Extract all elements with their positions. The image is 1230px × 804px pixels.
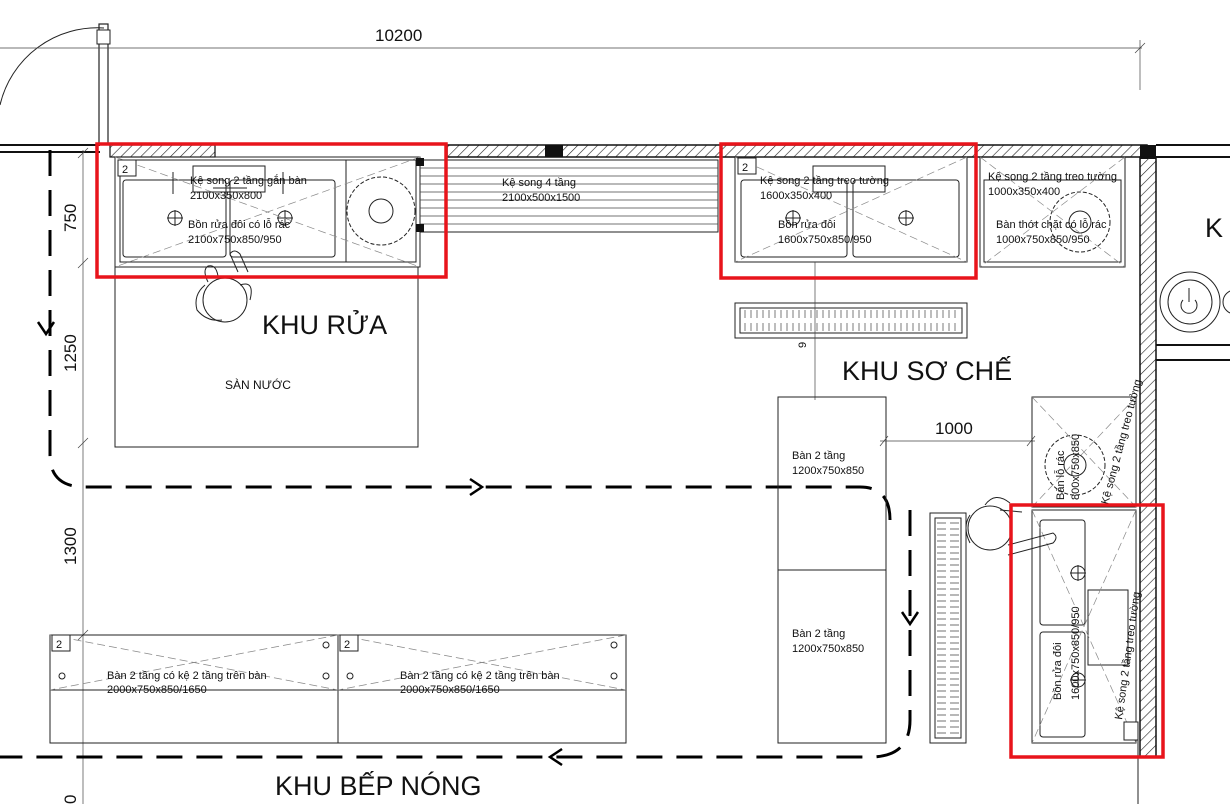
dimension-1300: 1300 <box>61 527 80 565</box>
label-ban-2-tang-a-1: Bàn 2 tầng <box>792 450 845 462</box>
dimension-1000-group: 1000 <box>879 419 1036 447</box>
label-bon-rua-left-2: 2100x750x850/950 <box>188 234 282 246</box>
water-floor-area: SÀN NƯỚC KHU RỬA <box>114 266 419 448</box>
left-dimensions: 750 1250 1300 0 <box>61 147 89 804</box>
label-bon-rua-left-1: Bồn rửa đôi có lỗ rác <box>188 218 291 231</box>
zone-khu-bep-nong: KHU BẾP NÓNG <box>275 770 482 801</box>
label-ke-song-wall-right-1: Kệ song 2 tầng treo tường <box>988 171 1117 183</box>
door-swing <box>0 23 111 145</box>
highlight-left-sink <box>95 142 448 279</box>
tag-2-middle: 2 <box>742 162 748 174</box>
label-ban-2-tang-a-2: 1200x750x850 <box>792 465 864 477</box>
dimension-9: 9 <box>797 342 809 348</box>
shelf-4-tier: Kệ song 4 tầng 2100x500x1500 <box>416 158 719 233</box>
two-tier-table-group: Bàn 2 tầng 1200x750x850 Bàn 2 tầng 1200x… <box>777 396 887 744</box>
dimension-1000: 1000 <box>935 419 973 438</box>
label-ban-ke-right-1: Bàn 2 tầng có kệ 2 tầng trên bàn <box>400 670 560 682</box>
label-ban-thot-2: 1000x750x850/950 <box>996 234 1090 246</box>
label-ban-lo-rac-v2: 800x750x850 <box>1070 434 1082 500</box>
highlight-boxes <box>95 142 1165 759</box>
label-ban-lo-rac-v1: Bàn lỗ rác <box>1054 450 1067 500</box>
label-ke-song-table-2: 2100x350x800 <box>190 190 262 202</box>
dimension-0: 0 <box>61 795 80 804</box>
right-wall <box>1137 156 1230 804</box>
dimension-10200: 10200 <box>375 26 422 45</box>
highlight-right-sink <box>1009 503 1165 759</box>
right-vertical-group: Bàn lỗ rác 800x750x850 Kệ song 2 tầng tr… <box>1031 378 1144 744</box>
label-san-nuoc: SÀN NƯỚC <box>225 377 291 392</box>
top-wall <box>0 144 1230 159</box>
zone-khu-rua: KHU RỬA <box>262 308 387 340</box>
left-sink-group: 2 Kệ song 2 tầng gắn bàn 2100x350x800 Bồ… <box>114 156 421 268</box>
zone-label-partial: K <box>1205 213 1223 243</box>
label-ban-ke-left-2: 2000x750x850/1650 <box>107 684 207 696</box>
zone-khu-so-che: KHU SƠ CHẾ <box>842 355 1012 386</box>
dimension-top-width: 10200 <box>0 26 1146 90</box>
label-bon-rua-v-2: 1600x750x850/950 <box>1070 606 1082 700</box>
dimension-750: 750 <box>61 204 80 232</box>
label-ke-song-wall-mid-1: Kệ song 2 tầng treo tường <box>760 175 889 187</box>
label-ban-ke-right-2: 2000x750x850/1650 <box>400 684 500 696</box>
label-bon-rua-mid-1: Bồn rửa đôi <box>778 219 836 231</box>
right-room-partial: K <box>1159 213 1230 333</box>
label-bon-rua-mid-2: 1600x750x850/950 <box>778 234 872 246</box>
floor-drain-vertical <box>929 512 967 744</box>
label-ke-song-wall-mid-2: 1600x350x400 <box>760 190 832 202</box>
label-ke-song-table-1: Kệ song 2 tầng gắn bàn <box>190 174 307 187</box>
label-ke-song-4-1: Kệ song 4 tầng <box>502 177 576 189</box>
label-ban-2-tang-b-2: 1200x750x850 <box>792 643 864 655</box>
label-ban-ke-left-1: Bàn 2 tầng có kệ 2 tầng trên bàn <box>107 670 267 682</box>
circulation-path <box>0 150 920 767</box>
bottom-table-group: 2 2 Bàn 2 tầng có kệ 2 tầng trên bàn 200… <box>49 634 627 744</box>
highlight-middle-sink <box>719 142 978 280</box>
label-ke-song-v-bottom: Kệ song 2 tầng treo tường <box>1113 591 1143 720</box>
tag-2-bottom-right: 2 <box>344 639 350 651</box>
tag-2-left: 2 <box>122 164 128 176</box>
label-ban-thot-1: Bàn thớt chặt có lỗ rác <box>996 218 1107 231</box>
floor-drain-horizontal: 9 <box>734 262 968 400</box>
label-bon-rua-v-1: Bồn rửa đôi <box>1052 642 1064 700</box>
tag-2-bottom-left: 2 <box>56 639 62 651</box>
dimension-1250: 1250 <box>61 334 80 372</box>
label-ban-2-tang-b-1: Bàn 2 tầng <box>792 628 845 640</box>
label-ke-song-wall-right-2: 1000x350x400 <box>988 186 1060 198</box>
cutting-table-group: Kệ song 2 tầng treo tường 1000x350x400 B… <box>979 156 1126 268</box>
middle-sink-group: 2 Kệ song 2 tầng treo tường 1600x350x400… <box>734 156 968 263</box>
label-ke-song-4-2: 2100x500x1500 <box>502 192 580 204</box>
